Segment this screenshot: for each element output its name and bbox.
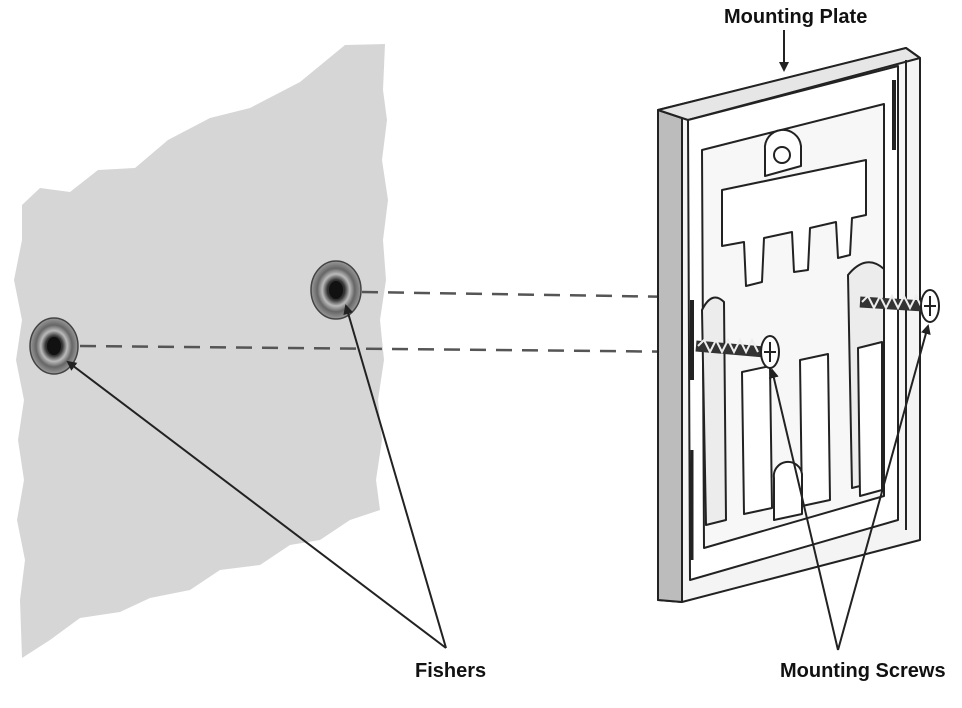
plate-left-edge [657,109,683,603]
arrow-fisher-right [343,304,447,649]
arrow-fisher-left [66,360,447,649]
slot-1 [741,365,773,515]
keyhole-bottom [772,460,803,521]
fishers-label: Fishers [415,660,487,682]
slot-2 [799,353,831,507]
plate-top-edge [657,47,921,121]
wall [14,44,388,658]
fisher-right [310,260,362,320]
mounting-screws-label: Mounting Screws [780,660,946,682]
screw-lower [695,335,780,369]
bracket [721,159,867,287]
slot-3 [857,341,883,497]
arrow-screw-upper [837,324,931,651]
leader-arrows [66,30,931,651]
fisher-left [29,317,79,375]
mounting-plate [657,47,921,603]
mounting-plate-label: Mounting Plate [724,6,868,28]
left-post [701,296,727,526]
screw-upper [859,289,940,323]
arrow-screw-lower [768,368,839,651]
